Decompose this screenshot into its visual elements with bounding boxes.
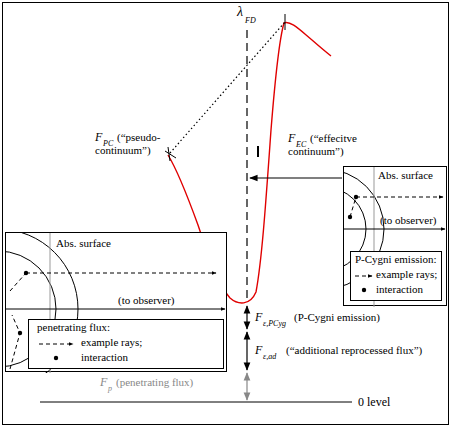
tick	[168, 147, 170, 161]
annotation: (“effecitve continuum”)	[288, 132, 380, 158]
subscript: ε,ad	[263, 352, 276, 362]
annotation: (penetrating flux)	[116, 376, 193, 389]
flux-symbol: F	[100, 375, 107, 389]
pseudo-continuum-line	[170, 22, 285, 153]
flux-arrow	[246, 332, 247, 370]
flux-arrow	[246, 306, 247, 329]
annotation: (“pseudo- continuum”)	[95, 131, 185, 157]
flux-symbol: F	[95, 130, 102, 144]
wavelength-symbol: λ	[237, 4, 243, 21]
legend-title: penetrating flux:	[37, 321, 110, 334]
legend-box: penetrating flux: example rays; interactio…	[28, 319, 224, 369]
flux-symbol: F	[255, 310, 262, 324]
node-text: interaction	[81, 351, 128, 364]
subscript: p	[108, 384, 112, 394]
node-text: (to observer)	[380, 214, 437, 227]
node-text: interaction	[376, 283, 423, 296]
node-text: example rays;	[376, 268, 437, 281]
zero-line	[40, 402, 352, 403]
flux-arrow	[246, 373, 247, 400]
node-text: (to observer)	[118, 294, 175, 307]
zero-level-label: 0 level	[358, 395, 390, 409]
node-text: Abs. surface	[56, 237, 111, 250]
tick	[165, 151, 176, 158]
tick	[257, 146, 259, 157]
effective-continuum-arrow	[250, 177, 342, 178]
subscript: ε,PCyg	[263, 319, 286, 329]
legend-title: P-Cygni emission:	[355, 253, 437, 266]
legend-box: P-Cygni emission: example rays; interactio…	[350, 251, 442, 301]
inset-panel: Abs. surface (to observer) P-Cygni emissio…	[343, 166, 447, 306]
annotation: (P-Cygni emission)	[294, 311, 380, 324]
node-text: Abs. surface	[378, 169, 433, 182]
frame	[3, 3, 449, 425]
flux-symbol: F	[255, 343, 262, 357]
line-center	[246, 30, 247, 300]
node-text: example rays;	[81, 336, 142, 349]
tick	[285, 14, 286, 30]
annotation: (“additional reprocessed flux”)	[286, 344, 422, 357]
subscript: FD	[245, 16, 256, 26]
inset-panel: Abs. surface (to observer) penetrating flu…	[5, 232, 227, 372]
flux-symbol: F	[288, 131, 295, 145]
